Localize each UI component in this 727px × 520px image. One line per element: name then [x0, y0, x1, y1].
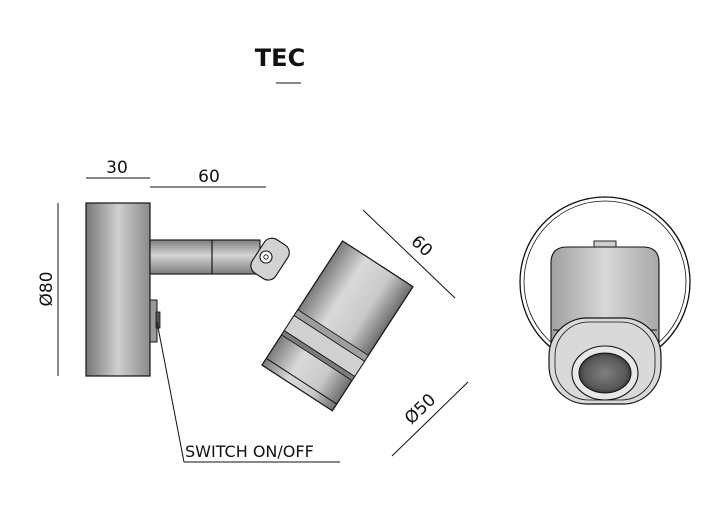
front-view [519, 196, 691, 405]
dim-backplate-depth-label: 30 [106, 158, 128, 178]
dim-backplate-diameter-label: Ø80 [37, 271, 57, 306]
backplate [85, 202, 151, 377]
product-title: TEC [255, 44, 305, 72]
side-view [85, 202, 414, 412]
dim-backplate-diameter: Ø80 [37, 203, 59, 376]
dim-head-diameter-label: Ø50 [401, 390, 440, 429]
dim-arm-length-label: 60 [198, 167, 220, 187]
front-mount [593, 240, 617, 248]
switch-callout: SWITCH ON/OFF [156, 321, 340, 463]
arm [149, 239, 213, 275]
dim-backplate-depth: 30 [86, 158, 150, 179]
front-lens [578, 352, 632, 394]
lamp-head [261, 240, 414, 412]
pivot-screw-center [263, 254, 269, 260]
dim-head-diameter: Ø50 [391, 381, 469, 457]
switch-label: SWITCH ON/OFF [185, 442, 314, 461]
dim-arm-length: 60 [150, 167, 266, 188]
